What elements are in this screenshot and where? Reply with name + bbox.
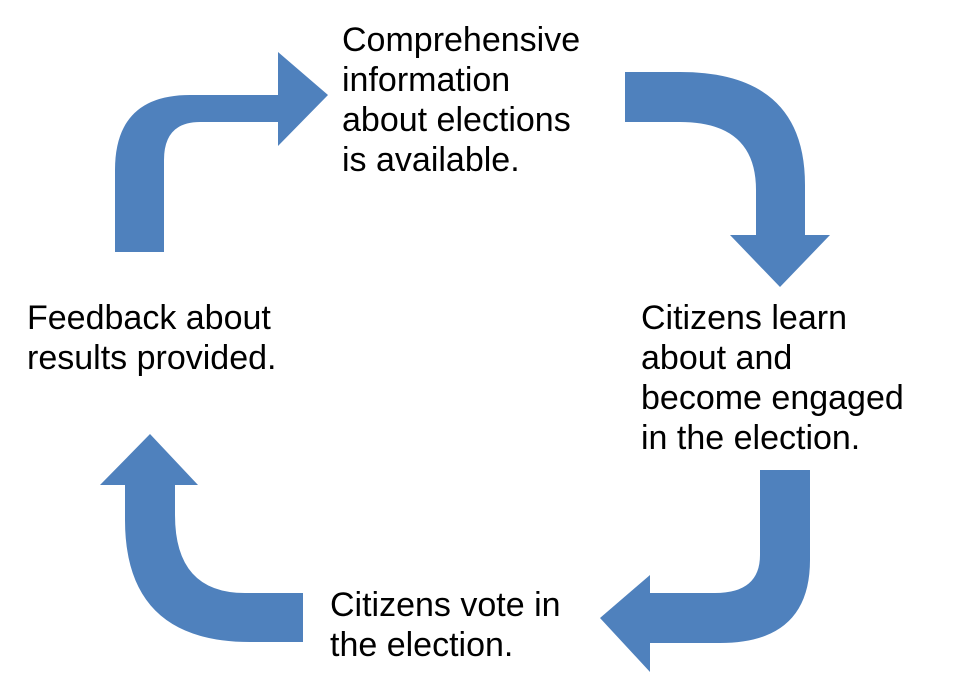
step-citizens-vote: Citizens vote in the election. [330, 586, 561, 664]
arrow-information-to-engagement [625, 72, 830, 287]
step-citizens-engaged: Citizens learn about and become engaged … [641, 299, 904, 457]
arrow-feedback-to-information [115, 52, 328, 252]
arrow-engagement-to-vote [600, 470, 810, 672]
step-feedback-provided: Feedback about results provided. [27, 299, 277, 377]
arrow-vote-to-feedback [100, 434, 303, 642]
step-information-available: Comprehensive information about election… [342, 21, 581, 179]
